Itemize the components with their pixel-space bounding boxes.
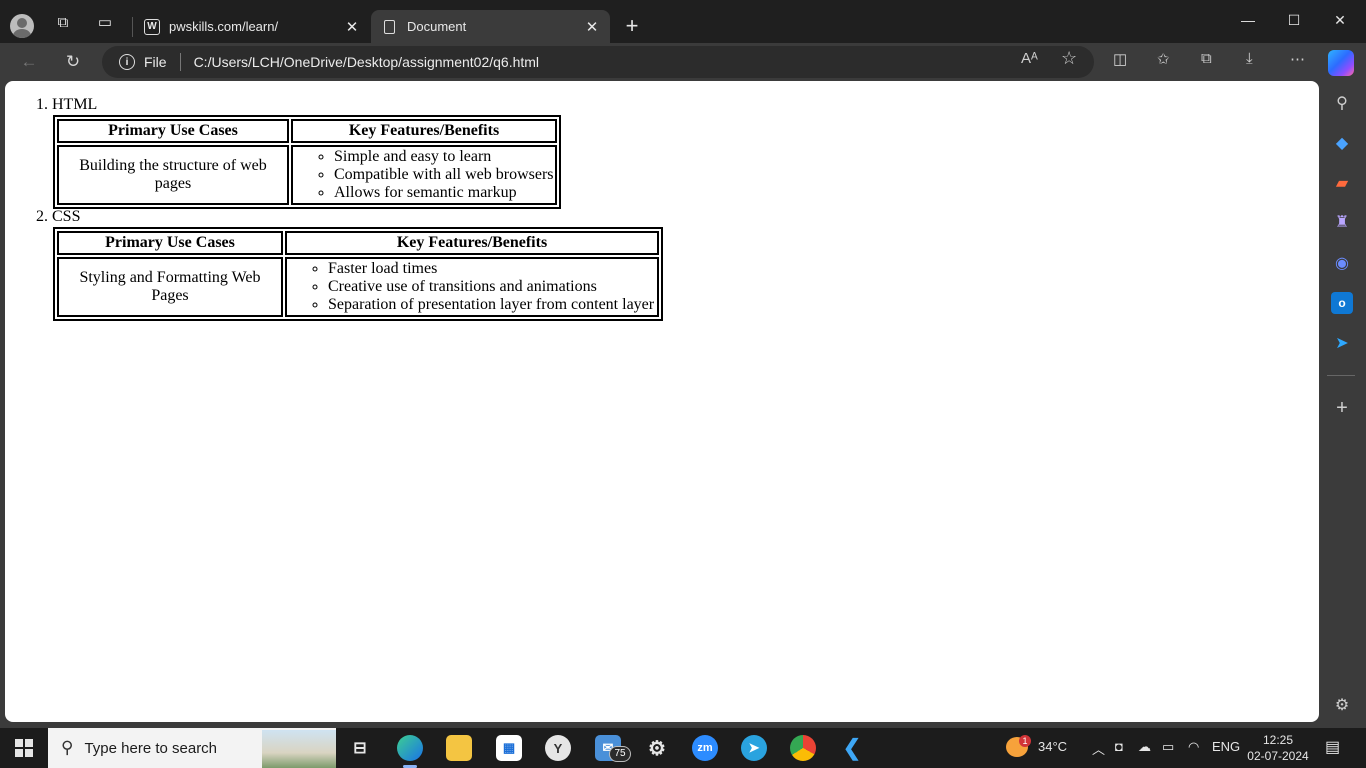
table-row: Building the structure of web pages Simp… <box>57 145 557 205</box>
mail-count-badge: 75 <box>609 746 631 762</box>
features-list: Faster load times Creative use of transi… <box>288 260 656 314</box>
address-bar[interactable]: i File C:/Users/LCH/OneDrive/Desktop/ass… <box>102 46 1094 78</box>
list-item: Faster load times <box>328 260 656 278</box>
close-tab-icon[interactable]: ✕ <box>585 18 599 36</box>
html-table: Primary Use Cases Key Features/Benefits … <box>53 115 561 209</box>
table-cell-use-case: Building the structure of web pages <box>57 145 289 205</box>
close-window-button[interactable]: ✕ <box>1334 12 1346 28</box>
list-item: Creative use of transitions and animatio… <box>328 278 656 296</box>
table-cell-features: Simple and easy to learn Compatible with… <box>291 145 557 205</box>
document-icon <box>384 19 395 34</box>
table-row: Primary Use Cases Key Features/Benefits <box>57 119 557 143</box>
windows-taskbar: ⚲ Type here to search ⊟ ▦ Y ✉ ⚙ zm ➤ ❮ 1… <box>0 728 1366 768</box>
features-list: Simple and easy to learn Compatible with… <box>294 148 554 202</box>
divider <box>179 53 181 71</box>
table-header: Key Features/Benefits <box>285 231 659 255</box>
search-icon: ⚲ <box>61 738 74 757</box>
site-info-icon[interactable]: i <box>119 54 135 70</box>
list-item: Separation of presentation layer from co… <box>328 296 656 314</box>
shopping-tag-icon[interactable]: ◆ <box>1335 135 1349 152</box>
search-icon[interactable]: ⚲ <box>1336 95 1348 112</box>
close-tab-icon[interactable]: ✕ <box>345 18 359 36</box>
battery-icon[interactable]: ▭ <box>1162 739 1175 754</box>
tab-pwskills[interactable]: W pwskills.com/learn/ ✕ <box>134 10 370 43</box>
store-icon[interactable]: ▦ <box>496 735 522 761</box>
css-table: Primary Use Cases Key Features/Benefits … <box>53 227 663 321</box>
profile-avatar-icon[interactable] <box>10 14 34 38</box>
favorite-star-icon[interactable]: ☆ <box>1061 48 1078 68</box>
more-menu-icon[interactable]: ⋯ <box>1290 51 1305 68</box>
list-item-label: 2. CSS <box>36 208 81 225</box>
time: 12:25 <box>1262 733 1294 747</box>
list-item: Allows for semantic markup <box>334 184 554 202</box>
sidebar-divider <box>1327 375 1355 376</box>
active-indicator <box>403 765 417 768</box>
meet-now-icon[interactable]: ◘ <box>1115 739 1123 754</box>
minimize-button[interactable]: — <box>1241 12 1255 28</box>
add-icon[interactable]: + <box>1336 396 1348 419</box>
clock-app-icon[interactable]: Y <box>545 735 571 761</box>
read-aloud-icon[interactable]: Aᴬ <box>1021 50 1038 67</box>
weather-alert-badge: 1 <box>1019 735 1031 747</box>
split-screen-icon[interactable]: ◫ <box>1113 51 1128 68</box>
back-arrow-icon[interactable]: ← <box>20 52 38 71</box>
collections-icon[interactable]: ⧉ <box>1201 50 1212 67</box>
table-header: Key Features/Benefits <box>291 119 557 143</box>
pwskills-favicon-icon: W <box>144 18 160 35</box>
language-indicator[interactable]: ENG <box>1212 739 1241 754</box>
navigation-bar: ← ↻ i File C:/Users/LCH/OneDrive/Desktop… <box>0 43 1366 81</box>
favorites-icon[interactable]: ✩ <box>1157 51 1170 68</box>
table-header: Primary Use Cases <box>57 231 283 255</box>
table-header: Primary Use Cases <box>57 119 289 143</box>
task-view-icon[interactable]: ⊟ <box>353 740 367 757</box>
table-row: Primary Use Cases Key Features/Benefits <box>57 231 659 255</box>
table-cell-features: Faster load times Creative use of transi… <box>285 257 659 317</box>
list-item-label: 1. HTML <box>36 96 98 113</box>
outlook-icon[interactable]: o <box>1331 292 1353 314</box>
refresh-icon[interactable]: ↻ <box>65 52 81 71</box>
chrome-icon[interactable] <box>790 735 816 761</box>
taskbar-search-box[interactable]: ⚲ Type here to search <box>48 728 336 768</box>
m365-icon[interactable]: ◉ <box>1335 255 1349 272</box>
tab-title: Document <box>407 19 467 34</box>
clock[interactable]: 12:25 02-07-2024 <box>1246 732 1310 764</box>
downloads-icon[interactable]: ⤓ <box>1246 50 1253 67</box>
list-item: Simple and easy to learn <box>334 148 554 166</box>
windows-start-icon[interactable] <box>15 739 33 757</box>
list-item: Compatible with all web browsers <box>334 166 554 184</box>
wifi-icon[interactable]: ◠ <box>1188 739 1200 754</box>
tab-document[interactable]: Document ✕ <box>371 10 610 43</box>
file-explorer-icon[interactable] <box>446 735 472 761</box>
workspaces-icon[interactable]: ⧉ <box>57 13 69 31</box>
settings-gear-icon[interactable]: ⚙ <box>648 737 666 760</box>
telegram-icon[interactable]: ➤ <box>741 735 767 761</box>
copilot-icon[interactable] <box>1328 50 1354 76</box>
scheme-label: File <box>144 54 167 70</box>
temperature[interactable]: 34°C <box>1038 739 1068 754</box>
send-icon[interactable]: ➤ <box>1335 335 1349 352</box>
edge-icon[interactable] <box>397 735 423 761</box>
tab-actions-icon[interactable]: ▭ <box>97 14 113 31</box>
url-text[interactable]: C:/Users/LCH/OneDrive/Desktop/assignment… <box>193 54 540 70</box>
tab-title: pwskills.com/learn/ <box>169 19 279 34</box>
table-cell-use-case: Styling and Formatting Web Pages <box>57 257 283 317</box>
tab-separator <box>132 17 133 37</box>
web-page: 1. HTML Primary Use Cases Key Features/B… <box>5 81 1319 722</box>
zoom-icon[interactable]: zm <box>692 735 718 761</box>
games-icon[interactable]: ♜ <box>1334 214 1350 231</box>
maximize-button[interactable]: ☐ <box>1287 12 1301 28</box>
date: 02-07-2024 <box>1247 749 1309 763</box>
settings-gear-icon[interactable]: ⚙ <box>1334 697 1350 714</box>
title-bar: ⧉ ▭ W pwskills.com/learn/ ✕ Document ✕ +… <box>0 0 1366 43</box>
onedrive-cloud-icon[interactable]: ☁ <box>1138 739 1151 754</box>
search-placeholder: Type here to search <box>84 739 218 757</box>
vscode-icon[interactable]: ❮ <box>842 735 862 760</box>
chevron-up-icon[interactable]: ︿ <box>1092 742 1106 757</box>
new-tab-button[interactable]: + <box>625 13 639 38</box>
edge-sidebar: ⚲ ◆ ▰ ♜ ◉ o ➤ + ⚙ <box>1321 81 1366 728</box>
search-highlight-image <box>262 730 336 768</box>
notifications-icon[interactable]: ▤ <box>1325 739 1341 756</box>
table-row: Styling and Formatting Web Pages Faster … <box>57 257 659 317</box>
tools-icon[interactable]: ▰ <box>1335 175 1349 192</box>
